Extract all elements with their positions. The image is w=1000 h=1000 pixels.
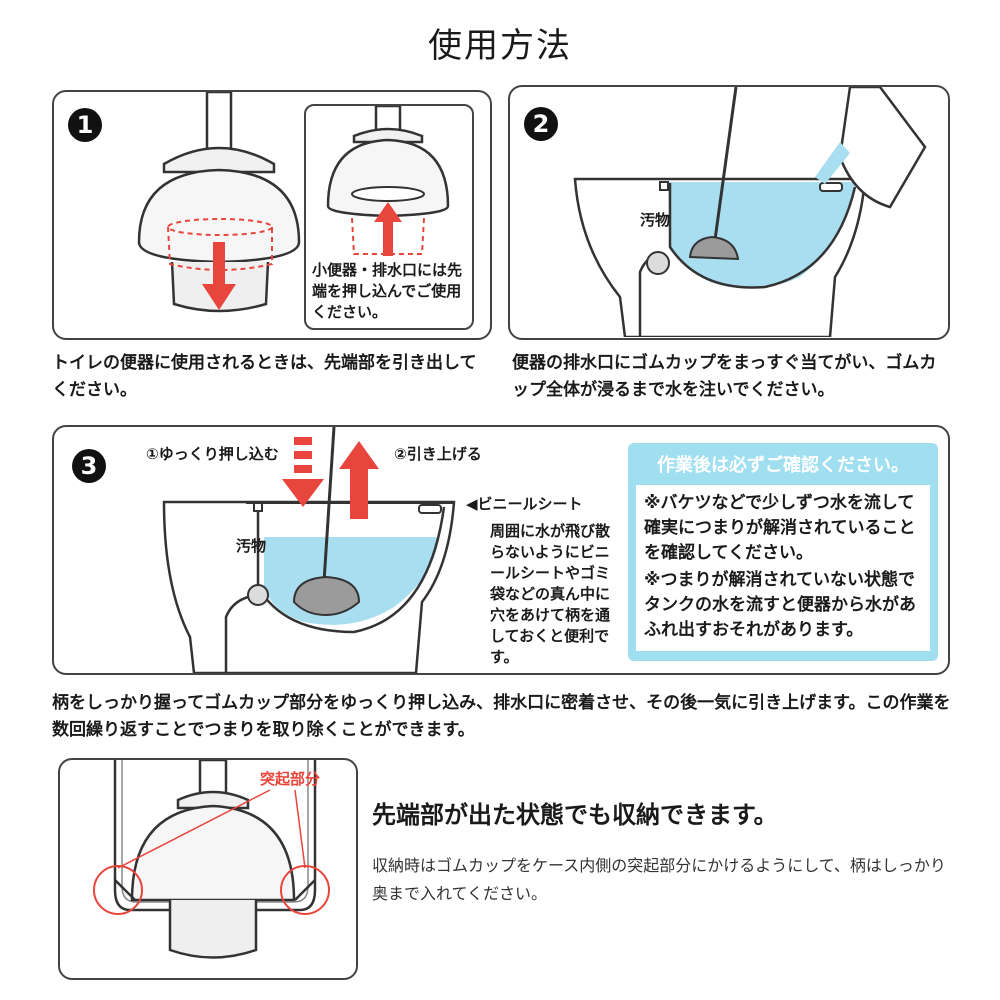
step2-panel: 2 汚物 xyxy=(508,85,950,340)
note-body: ※バケツなどで少しずつ水を流して確実につまりが解消されていることを確認してくださ… xyxy=(636,485,930,651)
step3-caption: 柄をしっかり握ってゴムカップ部分をゆっくり押し込み、排水口に密着させ、その後一気… xyxy=(52,693,951,740)
plunging-illustration xyxy=(162,427,456,673)
step1-panel: 1 小便器・排水口には先端を押し込んでご使用ください。 xyxy=(52,90,492,340)
plunger-cup-illustration xyxy=(137,92,301,313)
vinyl-sheet-label: ◀ビニールシート xyxy=(466,493,583,514)
after-work-note: 作業後は必ずご確認ください。 ※バケツなどで少しずつ水を流して確実につまりが解消… xyxy=(628,443,938,661)
step1-inset-caption: 小便器・排水口には先端を押し込んでご使用ください。 xyxy=(312,261,463,321)
push-label: ①ゆっくり押し込む xyxy=(146,445,279,463)
note-title: 作業後は必ずご確認ください。 xyxy=(657,455,909,476)
arrow-left-icon: ◀ xyxy=(466,495,478,513)
vinyl-sheet-tip: 周囲に水が飛び散らないようにビニールシートやゴミ袋などの真ん中に穴をあけて柄を通… xyxy=(490,522,611,666)
step2-number-badge: 2 xyxy=(524,107,558,141)
step1-caption: トイレの便器に使用されるときは、先端部を引き出してください。 xyxy=(52,353,477,400)
storage-panel: 突起部分 xyxy=(58,758,358,980)
step1-inset-panel: 小便器・排水口には先端を押し込んでご使用ください。 xyxy=(304,104,474,330)
note-item-1: ※バケツなどで少しずつ水を流して確実につまりが解消されていることを確認してくださ… xyxy=(644,493,916,563)
step3-dirt-label: 汚物 xyxy=(236,537,267,555)
page-title: 使用方法 xyxy=(428,26,572,66)
step2-dirt-label: 汚物 xyxy=(640,211,671,229)
vinyl-sheet-label-text: ビニールシート xyxy=(477,495,583,513)
note-item-2: ※つまりが解消されていない状態でタンクの水を流すと便器から水があふれ出すおそれが… xyxy=(644,570,916,640)
plunger-inset-illustration xyxy=(326,106,450,256)
storage-case-illustration xyxy=(93,760,330,959)
step3-number-badge: 3 xyxy=(72,449,106,483)
storage-heading: 先端部が出た状態でも収納できます。 xyxy=(372,801,778,829)
pull-label: ②引き上げる xyxy=(394,445,482,463)
step2-caption: 便器の排水口にゴムカップをまっすぐ当てがい、ゴムカップ全体が浸るまで水を注いでく… xyxy=(512,353,937,400)
step1-number-badge: 1 xyxy=(68,108,102,142)
protrusion-label: 突起部分 xyxy=(260,770,321,788)
step3-panel: 3 ①ゆっくり押し込む ②引き上げる 汚物 ◀ビニールシート 周囲に水が飛び散ら… xyxy=(52,425,950,675)
toilet-bowl-water-illustration xyxy=(573,87,927,337)
storage-description: 収納時はゴムカップをケース内側の突起部分にかけるようにして、柄はしっかり奥まで入… xyxy=(372,856,946,903)
